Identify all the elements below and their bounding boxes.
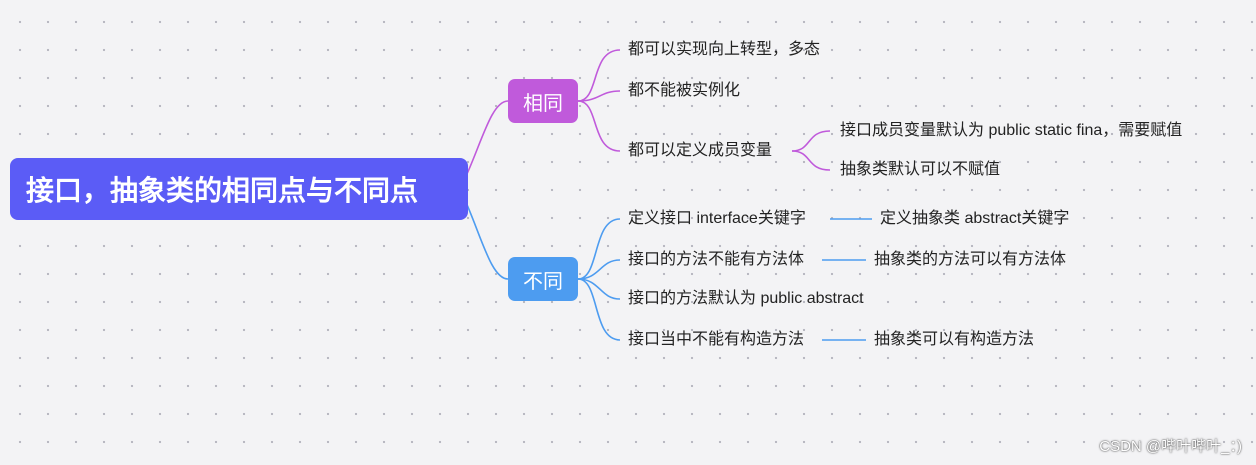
branch-diff-label: 不同 <box>523 270 563 293</box>
connector-diff-1 <box>577 218 621 280</box>
branch-same-label: 相同 <box>523 92 563 115</box>
diff-item-2[interactable]: 接口的方法不能有方法体 <box>628 251 805 268</box>
root-topic[interactable]: 接口，抽象类的相同点与不同点 <box>10 158 468 220</box>
diff-item-4-pair[interactable]: 抽象类可以有构造方法 <box>874 331 1035 348</box>
connector-diff-2 <box>577 259 621 280</box>
connector-same-3 <box>577 100 621 152</box>
root-topic-label: 接口，抽象类的相同点与不同点 <box>26 175 419 206</box>
connector-diff-4 <box>577 278 621 341</box>
watermark: CSDN @哔叶哔叶_：) <box>1099 438 1242 455</box>
same-item-2[interactable]: 都不能被实例化 <box>628 82 741 99</box>
diff-item-4[interactable]: 接口当中不能有构造方法 <box>628 331 805 348</box>
connector-same-1 <box>577 49 621 102</box>
diff-item-1[interactable]: 定义接口 interface关键字 <box>628 210 806 227</box>
branch-same[interactable]: 相同 <box>508 79 578 123</box>
same-item-3-child-2[interactable]: 抽象类默认可以不赋值 <box>840 161 1001 178</box>
same-item-3[interactable]: 都可以定义成员变量 <box>628 142 773 159</box>
diff-item-3[interactable]: 接口的方法默认为 public abstract <box>628 290 864 307</box>
diff-item-2-pair[interactable]: 抽象类的方法可以有方法体 <box>874 251 1067 268</box>
same-item-3-child-1[interactable]: 接口成员变量默认为 public static fina，需要赋值 <box>840 122 1183 139</box>
connector-same-3-1 <box>791 130 831 152</box>
connector-same-3-2 <box>791 150 831 171</box>
connector-same-2 <box>577 90 621 102</box>
branch-diff[interactable]: 不同 <box>508 257 578 301</box>
same-item-1[interactable]: 都可以实现向上转型，多态 <box>628 41 821 58</box>
diff-item-1-pair[interactable]: 定义抽象类 abstract关键字 <box>880 210 1070 227</box>
